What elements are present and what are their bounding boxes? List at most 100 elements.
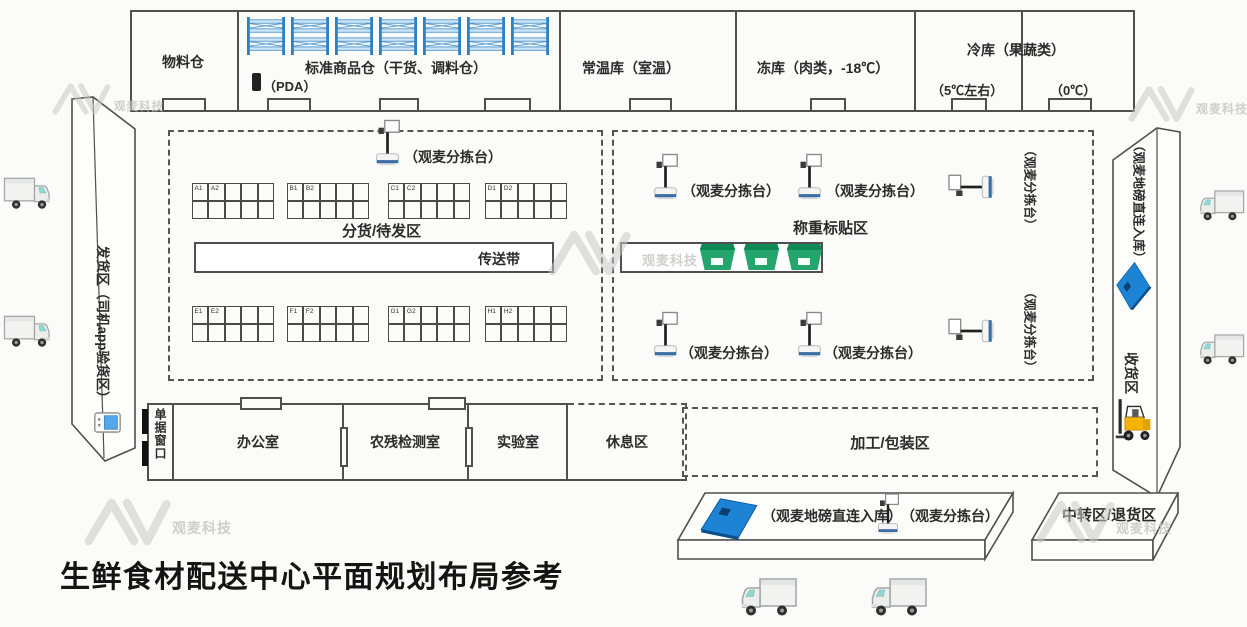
shelf-icon [466, 16, 506, 56]
window-mark [142, 441, 148, 466]
sorting-station-icon [948, 174, 995, 199]
door-opening [240, 397, 282, 410]
grid-cell: B2 [303, 183, 320, 201]
grid-cell: E2 [208, 306, 225, 324]
guanmai-logo-icon [84, 496, 170, 548]
grid-cell [257, 201, 274, 219]
grid-cell [257, 306, 274, 324]
processing-zone [682, 407, 1098, 477]
door-opening [267, 98, 311, 112]
grid-cell [437, 306, 454, 324]
grid-cell [303, 201, 320, 219]
sorting-station-icon [877, 493, 900, 535]
grid-cell [420, 183, 438, 201]
grid-cell [352, 306, 369, 324]
cold-storage-5c-label: （5℃左右） [931, 83, 1004, 98]
sorting-station-label: （观麦分拣台） [1022, 143, 1037, 232]
room-freezer-label: 冻库（肉类，-18℃） [757, 60, 890, 76]
wall-divider [735, 10, 737, 112]
grid-cell: D1 [485, 183, 502, 201]
grid-cell [319, 324, 337, 342]
watermark-text: 观麦科技 [1196, 102, 1247, 116]
wall-divider [237, 10, 239, 112]
grid-cell [336, 183, 353, 201]
room-material-warehouse-label: 物料仓 [162, 54, 204, 70]
sorting-station-label: （观麦分拣台） [682, 183, 780, 199]
door-opening [1048, 98, 1092, 112]
watermark-text: 观麦科技 [114, 101, 164, 113]
cold-storage-0c-label: （0℃） [1050, 83, 1097, 98]
grid-cell [388, 201, 405, 219]
grid-cell [534, 306, 551, 324]
sorting-station-label: （观麦分拣台） [824, 345, 922, 361]
sorting-station-label: （观麦分拣台） [1022, 285, 1037, 374]
grid-cell [534, 324, 551, 342]
grid-cell [420, 201, 438, 219]
pda-icon [252, 73, 261, 91]
grid-cell: A1 [192, 183, 209, 201]
grid-cell [453, 306, 470, 324]
office-label: 办公室 [237, 434, 279, 450]
grid-cell [257, 183, 274, 201]
grid-cell [303, 324, 320, 342]
sorting-station-label: （观麦分拣台） [404, 149, 502, 165]
grid-cell: A2 [208, 183, 225, 201]
shelf-icon [246, 16, 286, 56]
grid-cell: C1 [388, 183, 405, 201]
grid-cell [453, 324, 470, 342]
grid-cell: G1 [388, 306, 405, 324]
wall-divider [559, 10, 561, 112]
shelf-icon [290, 16, 330, 56]
window-mark [142, 409, 148, 434]
receiving-area-slab [1112, 127, 1181, 499]
room-standard-warehouse-label: 标准商品仓（干货、调料仓） [305, 60, 487, 76]
door-leaf [465, 427, 473, 467]
grid-cell [550, 306, 567, 324]
grid-cell [352, 183, 369, 201]
grid-cell [517, 201, 535, 219]
grid-cell [501, 201, 518, 219]
grid-cell [550, 183, 567, 201]
tablet-icon [94, 412, 121, 433]
grid-cell [517, 306, 535, 324]
grid-cell [501, 324, 518, 342]
receiving-scale-label: （观麦地磅直连入库） [1131, 138, 1146, 264]
grid-cell [534, 201, 551, 219]
sorting-station-icon [948, 318, 995, 343]
grid-cell [208, 201, 225, 219]
shelf-icon [422, 16, 462, 56]
grid-cell [336, 324, 353, 342]
sorting-station-label: （观麦分拣台） [680, 345, 778, 361]
door-opening [810, 98, 846, 112]
pda-label: （PDA） [263, 79, 317, 94]
grid-cell [453, 183, 470, 201]
door-opening [951, 98, 987, 112]
forklift-icon [1115, 398, 1152, 442]
room-ambient-warehouse-label: 常温库（室温） [582, 60, 680, 76]
grid-cell [534, 183, 551, 201]
grid-cell [336, 201, 353, 219]
grid-cell [287, 324, 304, 342]
grid-cell [319, 183, 337, 201]
grid-cell [437, 324, 454, 342]
watermark-text: 观麦科技 [1116, 521, 1173, 536]
door-leaf [340, 427, 348, 467]
grid-cell [224, 324, 242, 342]
weighbridge-icon [700, 498, 758, 541]
watermark-text: 观麦科技 [642, 253, 699, 268]
wall-divider [914, 10, 916, 112]
shelf-icon [378, 16, 418, 56]
grid-cell [437, 183, 454, 201]
grid-cell [224, 183, 242, 201]
grid-cell [420, 306, 438, 324]
weighbridge-platform [676, 490, 1015, 562]
shelf-icon [510, 16, 550, 56]
grid-cell [192, 201, 209, 219]
bottom-rooms-row [147, 403, 568, 481]
grid-cell [287, 201, 304, 219]
truck-icon [1199, 334, 1245, 365]
